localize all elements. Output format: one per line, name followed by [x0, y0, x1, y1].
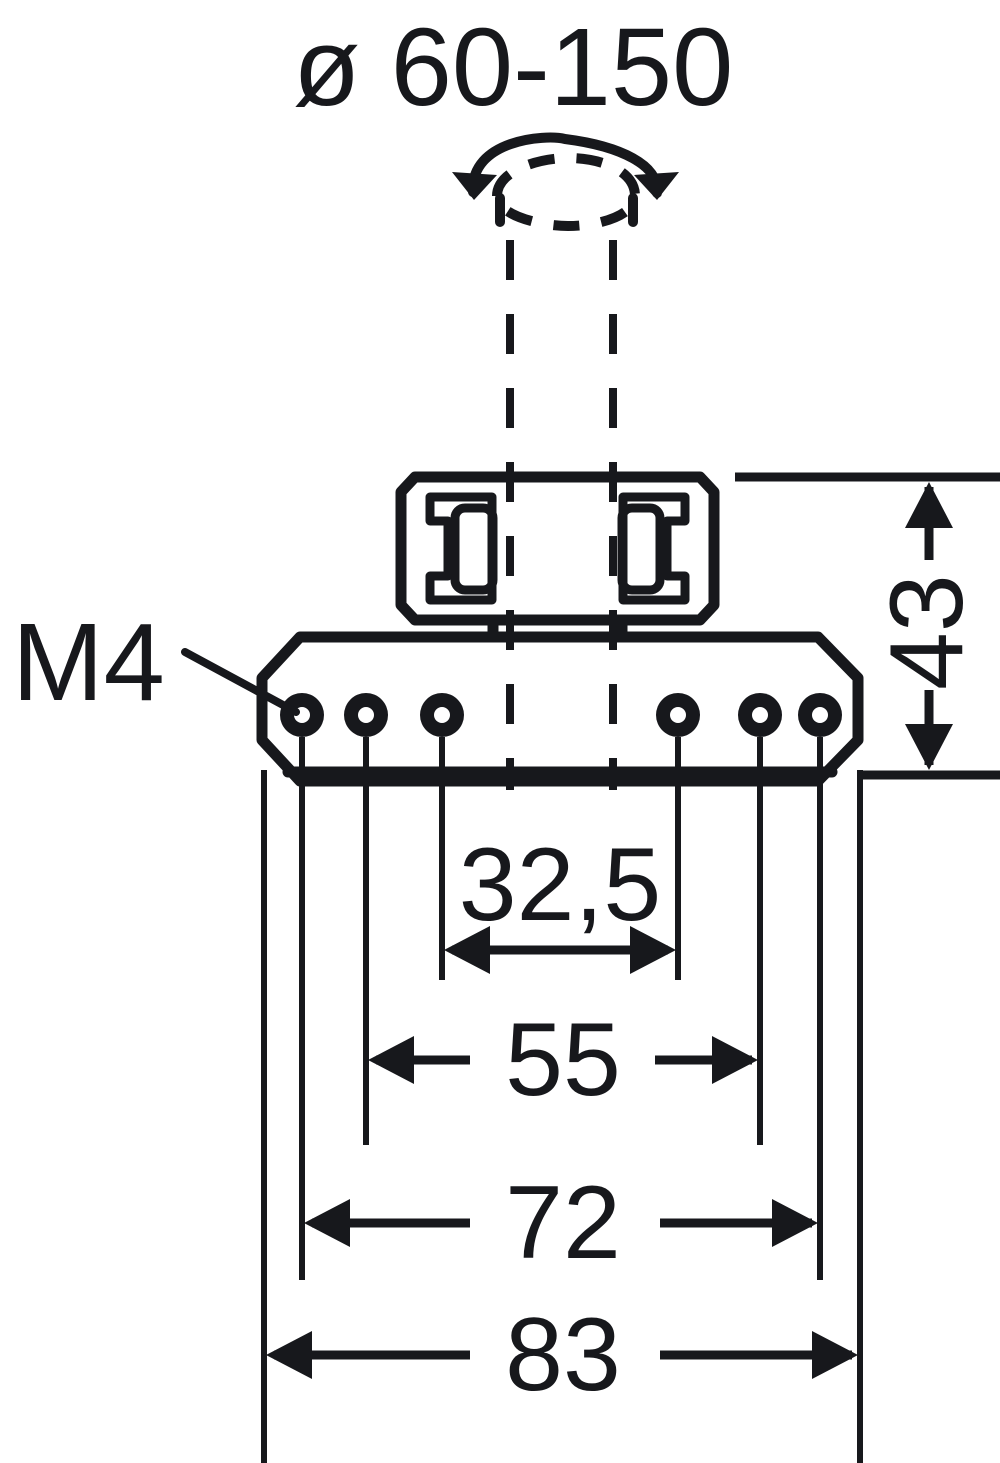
thread-size-label: M4 [12, 601, 165, 724]
dim-55-value: 55 [505, 1002, 621, 1118]
dimension-55: 55 [368, 1002, 758, 1118]
mounting-hole [420, 693, 464, 737]
dim-83-value: 83 [505, 1297, 621, 1413]
diameter-range-label: ø 60-150 [293, 6, 733, 129]
dim-72-value: 72 [505, 1165, 621, 1281]
dim-43-value: 43 [869, 574, 985, 690]
extension-lines-group [261, 737, 863, 1463]
dimension-83: 83 [266, 1297, 858, 1413]
clip-right-slot [617, 503, 665, 595]
clip-outer-shell [395, 471, 720, 626]
mounting-hole [280, 693, 324, 737]
dimension-32-5: 32,5 [444, 827, 676, 974]
mounting-hole [798, 693, 842, 737]
rotation-symbol [452, 132, 679, 232]
mounting-holes-group [280, 693, 842, 737]
mounting-hole [344, 693, 388, 737]
clip-left-slot [450, 503, 498, 595]
mounting-hole [738, 693, 782, 737]
dim-32-5-value: 32,5 [459, 827, 661, 943]
dimension-72: 72 [304, 1165, 818, 1281]
dimension-43: 43 [735, 472, 1000, 780]
m4-leader-line [181, 648, 300, 716]
clip-profile-assembly [395, 471, 720, 643]
mounting-hole [656, 693, 700, 737]
